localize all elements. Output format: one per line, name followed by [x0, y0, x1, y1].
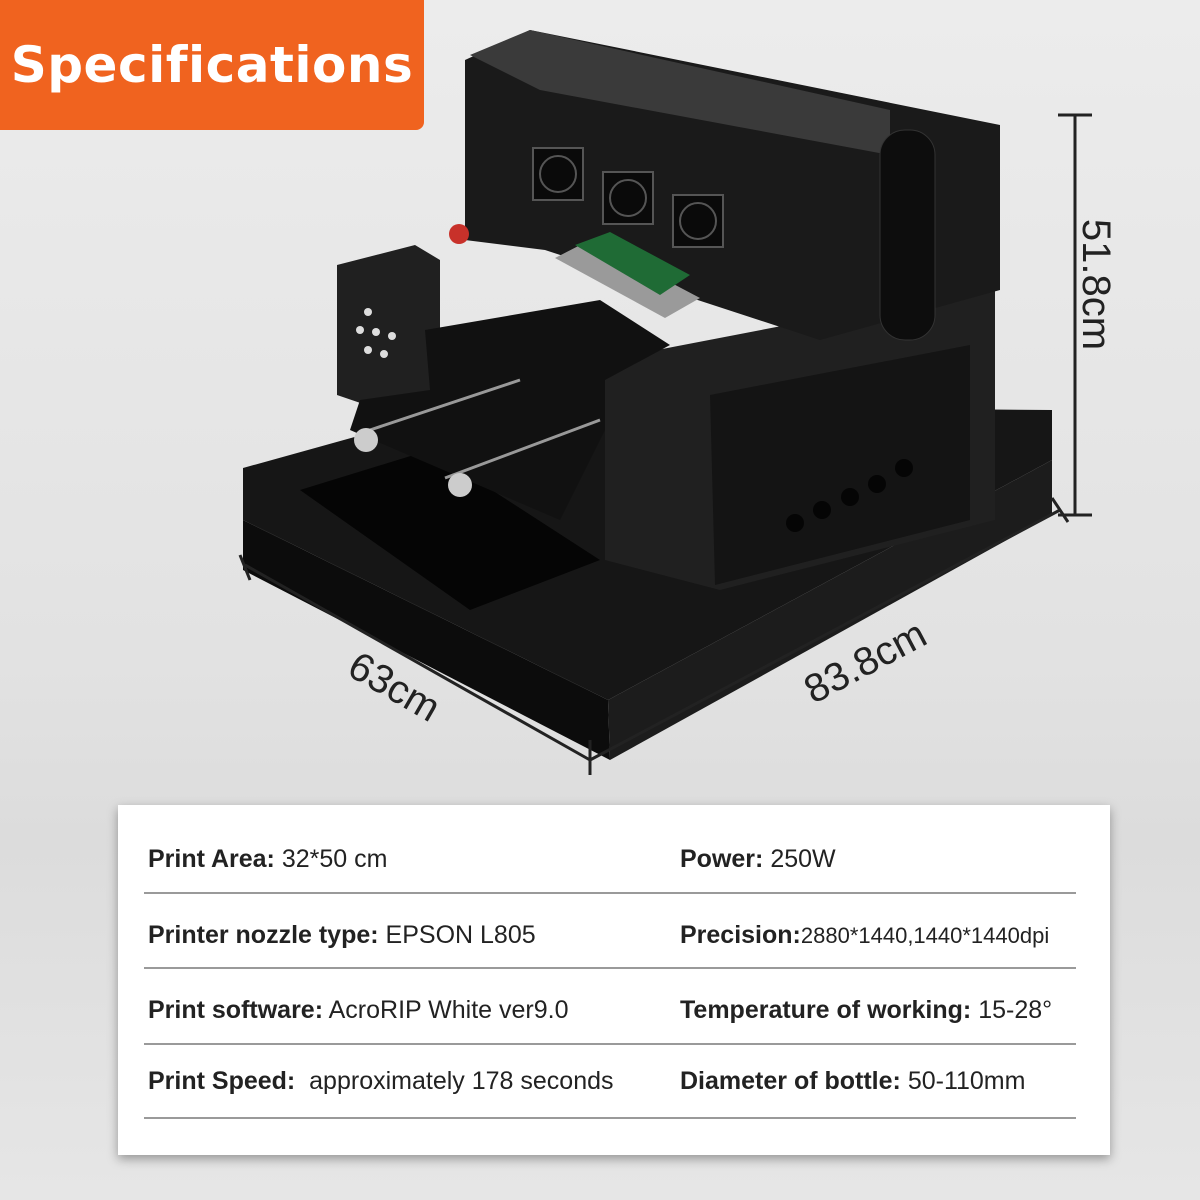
banner-title: Specifications — [10, 36, 414, 94]
emergency-stop-button[interactable] — [449, 224, 469, 244]
spec-bottle-diameter: Diameter of bottle: 50-110mm — [680, 1067, 1026, 1095]
print-tray — [350, 300, 670, 520]
spec-print-software: Print software: AcroRIP White ver9.0 — [148, 996, 569, 1024]
row-divider — [144, 967, 1076, 969]
can-on-roller — [555, 232, 700, 318]
spec-nozzle-type: Printer nozzle type: EPSON L805 — [148, 921, 536, 949]
printer-illustration — [238, 30, 1092, 775]
spec-power: Power: 250W — [680, 845, 836, 873]
control-panel — [337, 245, 440, 420]
row-divider — [144, 1117, 1076, 1119]
cabinet-ports — [786, 459, 913, 532]
cooling-fans — [532, 147, 724, 248]
spec-working-temperature: Temperature of working: 15-28° — [680, 996, 1053, 1024]
specifications-table: Print Area: 32*50 cm Power: 250W Printer… — [118, 805, 1110, 1155]
row-divider — [144, 892, 1076, 894]
spec-print-speed: Print Speed: approximately 178 seconds — [148, 1067, 614, 1095]
height-dimension-label: 51.8cm — [1074, 218, 1119, 351]
spec-print-area: Print Area: 32*50 cm — [148, 845, 388, 873]
row-divider — [144, 1043, 1076, 1045]
specifications-banner: Specifications — [0, 0, 424, 130]
dimension-lines — [238, 113, 1092, 775]
spec-precision: Precision:2880*1440,1440*1440dpi — [680, 921, 1050, 949]
